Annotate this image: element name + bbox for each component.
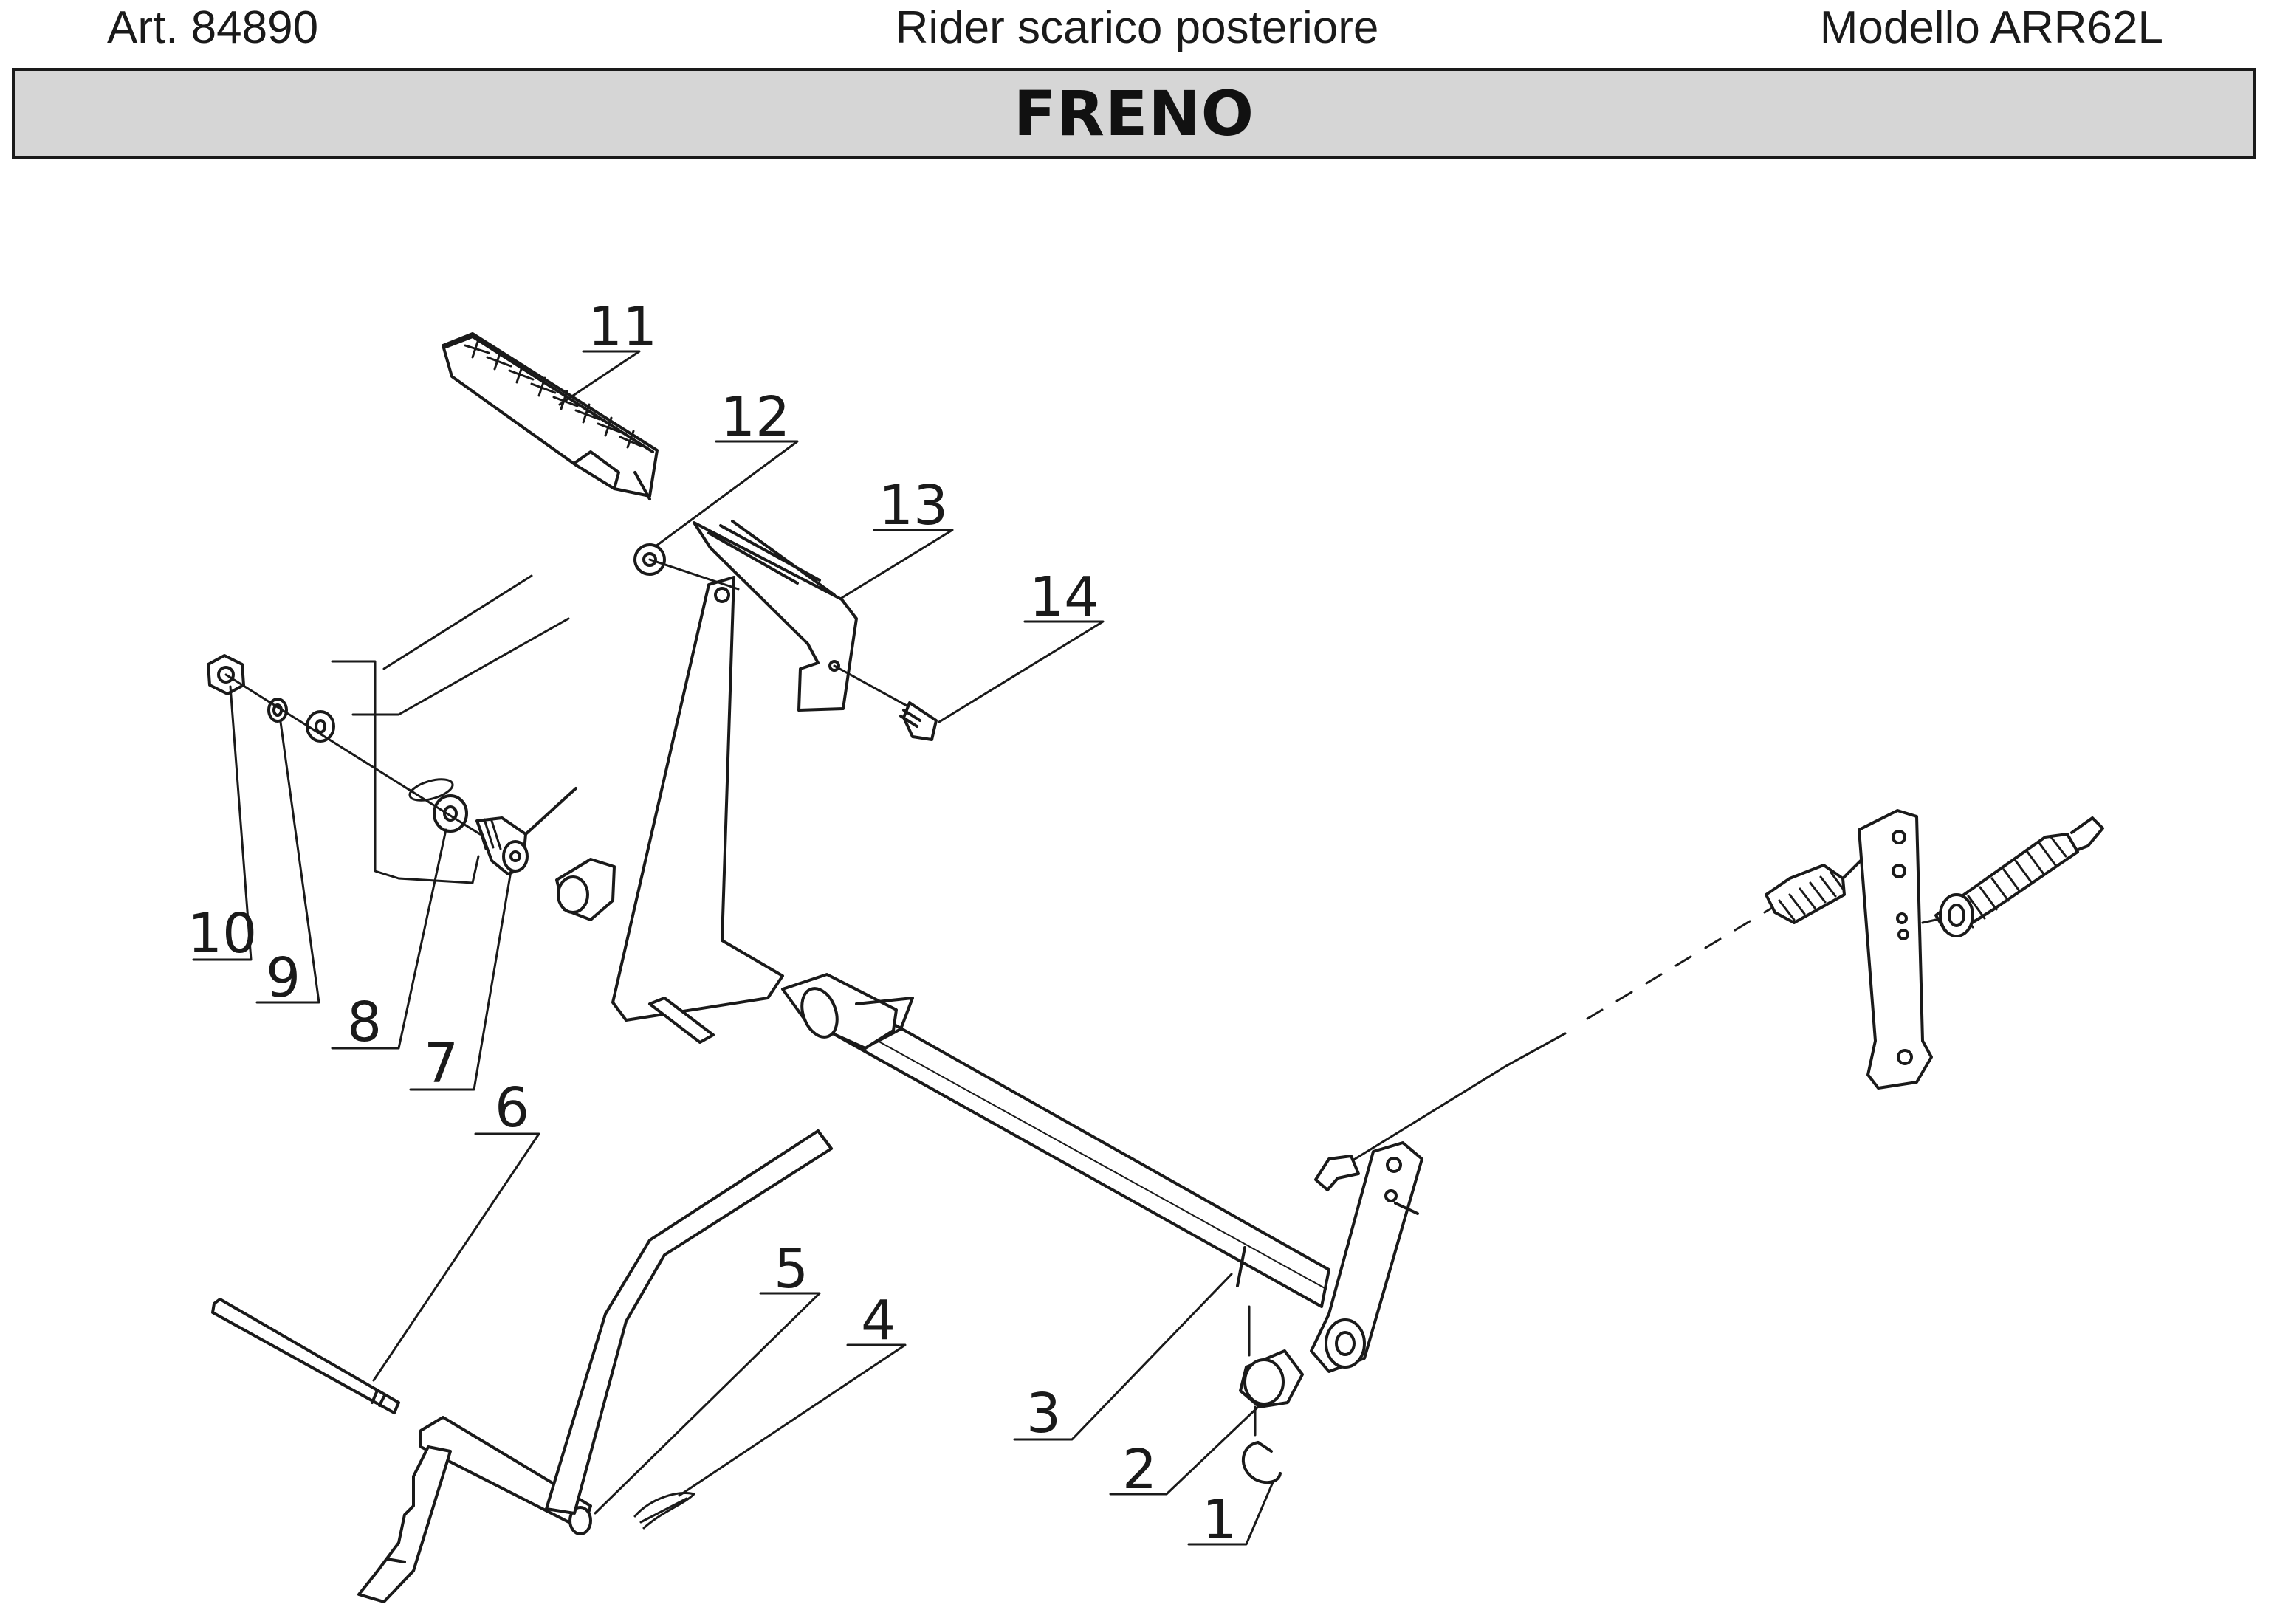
- callout-labels: 11 12 13 14 10 9 8 7 6 5 4 3 2 1: [188, 295, 1237, 1552]
- callout-12: 12: [721, 385, 790, 449]
- product-name: Rider scarico posteriore: [895, 2, 1379, 53]
- part-14-screw: [833, 664, 938, 741]
- section-title: FRENO: [1013, 78, 1255, 150]
- frame-bracket: [331, 574, 570, 884]
- shaft-end-bushing: [555, 858, 616, 921]
- spring-bracket: [1858, 809, 1933, 1090]
- callout-8: 8: [347, 991, 382, 1054]
- section-title-bar: FRENO: [12, 68, 2256, 159]
- callout-11: 11: [588, 295, 657, 359]
- shaft-lever-arm: [1310, 1141, 1423, 1373]
- callout-13: 13: [879, 474, 948, 537]
- callout-10: 10: [188, 902, 257, 966]
- leader-lines: [192, 350, 1274, 1546]
- callout-4: 4: [861, 1289, 896, 1352]
- spring-right: [1921, 816, 2104, 937]
- callout-9: 9: [266, 946, 300, 1010]
- callout-6: 6: [495, 1076, 529, 1140]
- callout-5: 5: [774, 1237, 808, 1301]
- part-1-eclip: [1242, 1441, 1282, 1484]
- callout-3: 3: [1026, 1382, 1061, 1445]
- page-header: Art. 84890 Rider scarico posteriore Mode…: [0, 0, 2274, 59]
- part-2-bushing: [1239, 1305, 1304, 1437]
- callout-7: 7: [424, 1032, 458, 1095]
- part-8-washer: [306, 710, 468, 833]
- model-name: Modello ARR62L: [1819, 2, 2163, 53]
- parking-lever: [357, 1129, 833, 1603]
- part-3-brake-shaft: [781, 973, 1330, 1308]
- part-4-cotter-pin: [633, 1492, 695, 1530]
- brake-cable: [1351, 902, 1781, 1162]
- part-13-pedal-bracket: [611, 520, 858, 1044]
- part-7-bolt: [224, 673, 577, 875]
- callout-1: 1: [1202, 1488, 1237, 1552]
- part-11-pedal-pad: [442, 332, 659, 500]
- callout-2: 2: [1122, 1438, 1157, 1501]
- part-6-rod: [211, 1298, 400, 1414]
- part-12-nut: [633, 543, 740, 591]
- article-number: Art. 84890: [107, 2, 319, 53]
- callout-14: 14: [1029, 565, 1099, 629]
